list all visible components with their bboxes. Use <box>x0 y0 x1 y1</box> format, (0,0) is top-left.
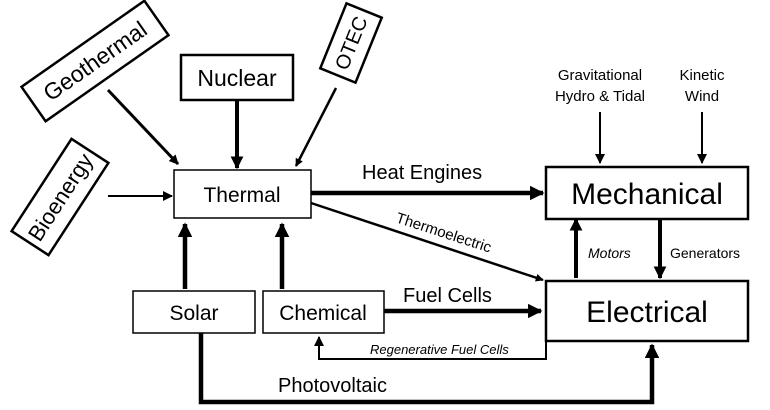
generators-label: Generators <box>670 245 740 261</box>
mechanical-box <box>544 165 750 221</box>
arrow-regenerative-fuel-cells <box>314 336 547 360</box>
bioenergy-box <box>9 137 111 257</box>
nuclear-box <box>179 53 295 102</box>
thermal-box <box>173 169 312 219</box>
kinetic-label: Kinetic <box>679 67 725 84</box>
mechanical-label: Mechanical <box>571 178 723 211</box>
electrical-label: Electrical <box>586 296 708 329</box>
regenerative-fuel-cells-label: Regenerative Fuel Cells <box>370 342 509 357</box>
nuclear-label: Nuclear <box>197 65 277 91</box>
heat-engines-label: Heat Engines <box>362 162 482 184</box>
photovoltaic-label: Photovoltaic <box>278 375 387 397</box>
arrow-thermoelectric <box>310 201 544 282</box>
gravitational-label: Gravitational <box>558 67 642 84</box>
geothermal-label: Geothermal <box>38 16 151 106</box>
arrow-geothermal-thermal <box>106 88 180 166</box>
arrow-otec-thermal <box>294 87 338 167</box>
otec-box <box>318 1 384 85</box>
chemical-box <box>262 290 385 334</box>
fuel-cells-label: Fuel Cells <box>403 285 492 307</box>
solar-box <box>132 290 256 334</box>
arrows <box>106 87 707 405</box>
hydro-tidal-label: Hydro & Tidal <box>555 88 645 105</box>
arrow-photovoltaic <box>198 333 660 405</box>
motors-label: Motors <box>588 245 631 261</box>
source-labels: Gravitational Hydro & Tidal Kinetic Wind <box>555 67 725 105</box>
boxes <box>9 0 750 343</box>
electrical-box <box>544 279 750 343</box>
thermal-label: Thermal <box>203 184 280 207</box>
thermoelectric-label: Thermoelectric <box>394 210 494 257</box>
solar-label: Solar <box>169 302 218 325</box>
chemical-label: Chemical <box>279 302 367 325</box>
geothermal-box <box>19 0 171 123</box>
wind-label: Wind <box>685 88 719 105</box>
